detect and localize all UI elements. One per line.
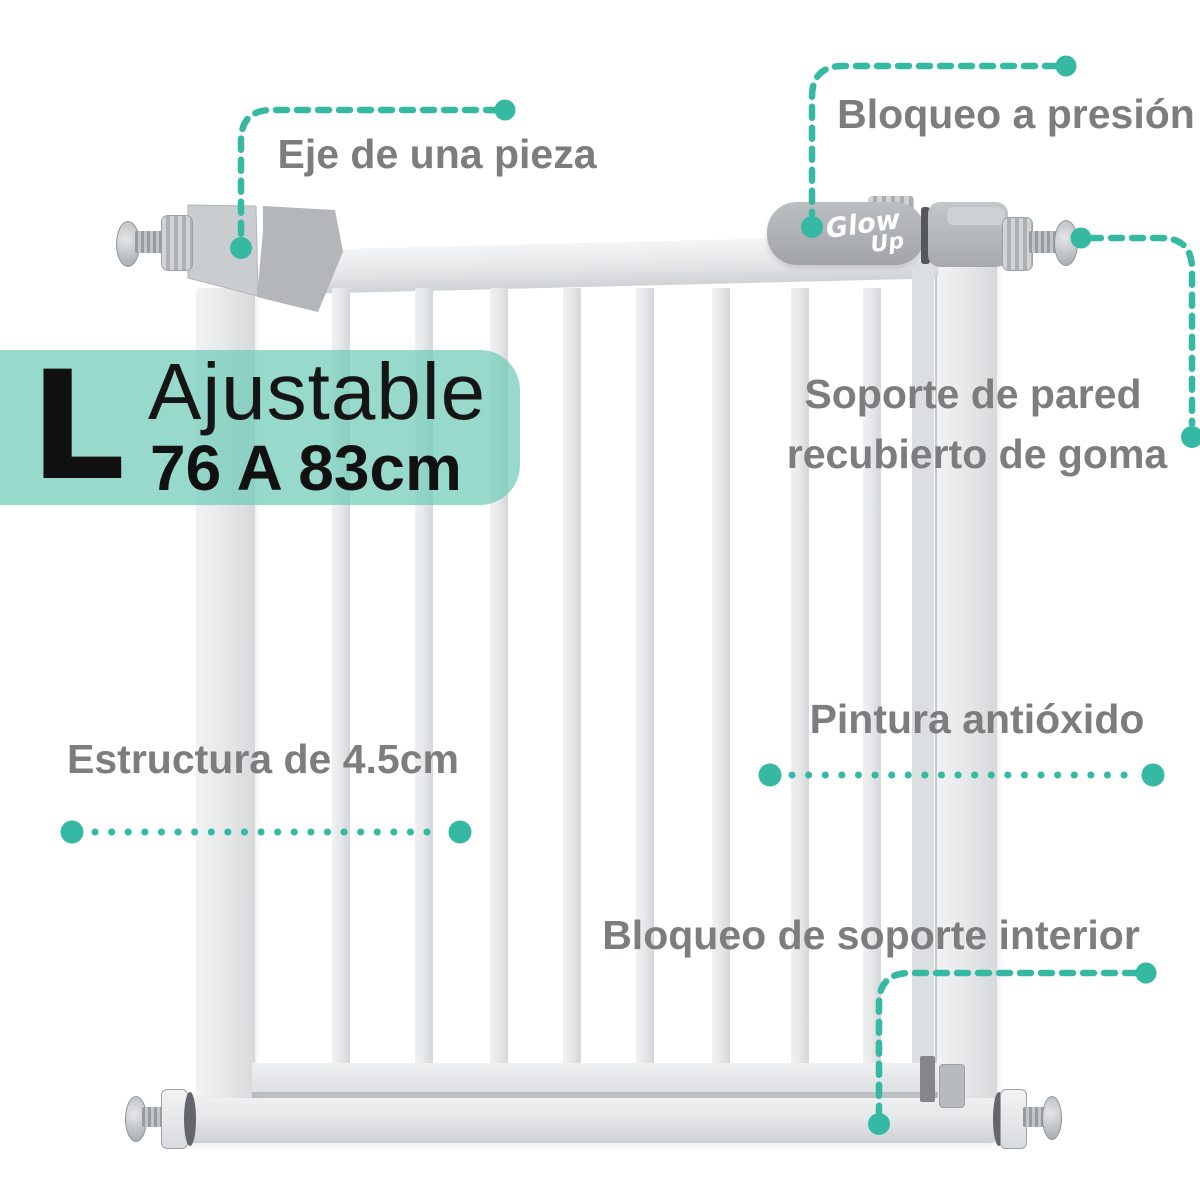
gate-right-post [935,248,997,1100]
gate-bar [563,288,581,1066]
inner-support-lock-hook [920,1056,935,1102]
gate-latch-stile [912,262,934,1063]
handle-lock-body [928,202,1008,267]
hinge-bracket-front [187,204,259,297]
size-badge [0,350,520,505]
pressure-lock-callout-line [808,62,1060,219]
top-left-screw-shaft [135,231,165,253]
hinge-callout-end-dot [494,99,516,121]
gate-bar [791,288,809,1066]
handle-grip: Glow Up [767,202,925,265]
size-badge-letter: L [29,340,126,514]
size-badge-range: 76 A 83cm [150,432,462,504]
pressure-lock-end-dot [1055,55,1077,77]
wall-support-callout-label-line1: Soporte de pared [804,371,1142,417]
gate-base-bar [186,1098,995,1143]
inner-lock-callout-label: Bloqueo de soporte interior [602,912,1140,958]
brand-logo: Glow Up [824,204,906,258]
bottom-right-screw-head-icon [1042,1096,1062,1140]
hinge-callout-target-dot [230,237,252,259]
handle-gap [921,207,930,264]
handle-lock-top-face [947,207,1005,225]
paint-line-left-dot [758,763,782,787]
gate-bar [863,288,881,1066]
frame-callout-label: Estructura de 4.5cm [67,736,459,782]
top-right-adjuster-knob [1002,217,1033,271]
gate-door-bottom-rail [252,1063,938,1093]
top-left-adjuster-knob [161,215,193,271]
wall-support-end-dot [1181,426,1200,448]
wall-support-callout-label-line2: recubierto de goma [786,431,1168,477]
bottom-left-washer [184,1092,196,1146]
top-right-screw-shaft [1029,231,1057,253]
frame-line-left-dot [60,820,84,844]
bottom-left-screw-shaft [142,1107,166,1127]
frame-line-right-dot [448,820,472,844]
hinge-callout-label: Eje de una pieza [277,131,597,177]
paint-line-right-dot [1141,763,1165,787]
gate-door-bottom-rail-shadow [252,1092,938,1099]
gate-bar [712,288,730,1066]
size-badge-title: Ajustable [148,347,487,436]
gate-bar [636,288,654,1066]
top-right-screw-head-icon [1054,220,1078,266]
inner-support-lock-block [939,1064,965,1108]
pressure-lock-callout-label: Bloqueo a presión [837,91,1195,137]
inner-lock-end-dot [1135,962,1157,984]
paint-callout-label: Pintura antióxido [809,696,1145,742]
brand-logo-word2: Up [869,229,906,258]
